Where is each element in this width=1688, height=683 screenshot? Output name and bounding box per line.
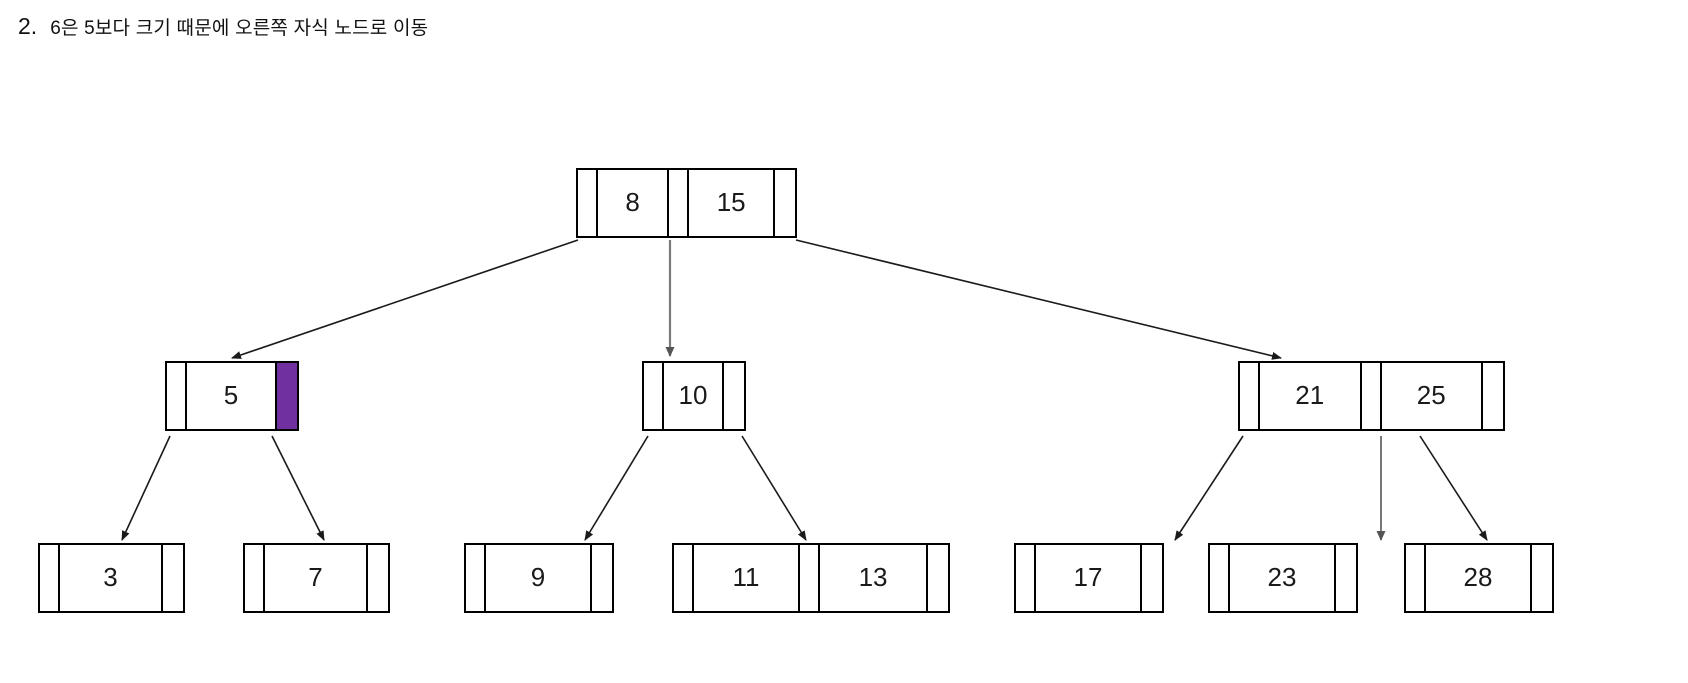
leaf28-key-0: 28 xyxy=(1426,545,1532,611)
node21-pointer-2[interactable] xyxy=(1483,363,1503,429)
leaf9-pointer-0[interactable] xyxy=(466,545,486,611)
node21-pointer-0[interactable] xyxy=(1240,363,1260,429)
edge-node5-to-leaf3 xyxy=(121,435,171,541)
btree-leaf-9[interactable]: 9 xyxy=(464,543,614,613)
edge-node10-to-leaf11 xyxy=(741,435,807,541)
leaf7-pointer-1[interactable] xyxy=(368,545,388,611)
btree-node-10[interactable]: 10 xyxy=(642,361,746,431)
edge-node21-to-leaf28 xyxy=(1419,435,1488,541)
btree-leaf-17[interactable]: 17 xyxy=(1014,543,1164,613)
step-number: 2. xyxy=(18,13,38,39)
leaf11-key-1: 13 xyxy=(820,545,929,611)
leaf17-pointer-0[interactable] xyxy=(1016,545,1036,611)
btree-leaf-7[interactable]: 7 xyxy=(243,543,390,613)
node10-key-0: 10 xyxy=(664,363,724,429)
node5-key-0: 5 xyxy=(187,363,277,429)
leaf3-pointer-1[interactable] xyxy=(163,545,183,611)
edge-root-to-node21 xyxy=(795,239,1282,360)
edge-root-to-node5 xyxy=(231,239,579,359)
btree-leaf-11-13[interactable]: 11 13 xyxy=(672,543,950,613)
btree-leaf-23[interactable]: 23 xyxy=(1208,543,1358,613)
node21-key-0: 21 xyxy=(1260,363,1362,429)
edge-node5-to-leaf7 xyxy=(271,435,325,541)
leaf17-key-0: 17 xyxy=(1036,545,1142,611)
leaf23-key-0: 23 xyxy=(1230,545,1336,611)
root-key-0: 8 xyxy=(598,170,670,236)
leaf28-pointer-1[interactable] xyxy=(1532,545,1552,611)
node5-pointer-1-highlighted[interactable] xyxy=(277,363,297,429)
root-key-1: 15 xyxy=(689,170,776,236)
leaf3-key-0: 3 xyxy=(60,545,163,611)
node21-pointer-1[interactable] xyxy=(1362,363,1382,429)
leaf11-pointer-2[interactable] xyxy=(928,545,948,611)
btree-node-21-25[interactable]: 21 25 xyxy=(1238,361,1505,431)
leaf9-pointer-1[interactable] xyxy=(592,545,612,611)
leaf7-key-0: 7 xyxy=(265,545,368,611)
leaf3-pointer-0[interactable] xyxy=(40,545,60,611)
leaf11-key-0: 11 xyxy=(694,545,801,611)
edge-node10-to-leaf9 xyxy=(584,435,649,541)
root-pointer-1[interactable] xyxy=(669,170,690,236)
node10-pointer-0[interactable] xyxy=(644,363,664,429)
leaf7-pointer-0[interactable] xyxy=(245,545,265,611)
node5-pointer-0[interactable] xyxy=(167,363,187,429)
btree-leaf-3[interactable]: 3 xyxy=(38,543,185,613)
step-description: 6은 5보다 크기 때문에 오른쪽 자식 노드로 이동 xyxy=(50,18,429,39)
leaf28-pointer-0[interactable] xyxy=(1406,545,1426,611)
root-pointer-0[interactable] xyxy=(578,170,598,236)
leaf17-pointer-1[interactable] xyxy=(1142,545,1162,611)
root-pointer-2[interactable] xyxy=(775,170,795,236)
leaf23-pointer-1[interactable] xyxy=(1336,545,1356,611)
step-caption: 2. 6은 5보다 크기 때문에 오른쪽 자식 노드로 이동 xyxy=(18,12,428,43)
leaf23-pointer-0[interactable] xyxy=(1210,545,1230,611)
leaf9-key-0: 9 xyxy=(486,545,592,611)
btree-node-5[interactable]: 5 xyxy=(165,361,299,431)
edge-node21-to-leaf17 xyxy=(1174,435,1244,541)
leaf11-pointer-1[interactable] xyxy=(800,545,821,611)
leaf11-pointer-0[interactable] xyxy=(674,545,694,611)
node10-pointer-1[interactable] xyxy=(724,363,744,429)
btree-leaf-28[interactable]: 28 xyxy=(1404,543,1554,613)
btree-node-root[interactable]: 8 15 xyxy=(576,168,797,238)
node21-key-1: 25 xyxy=(1382,363,1483,429)
